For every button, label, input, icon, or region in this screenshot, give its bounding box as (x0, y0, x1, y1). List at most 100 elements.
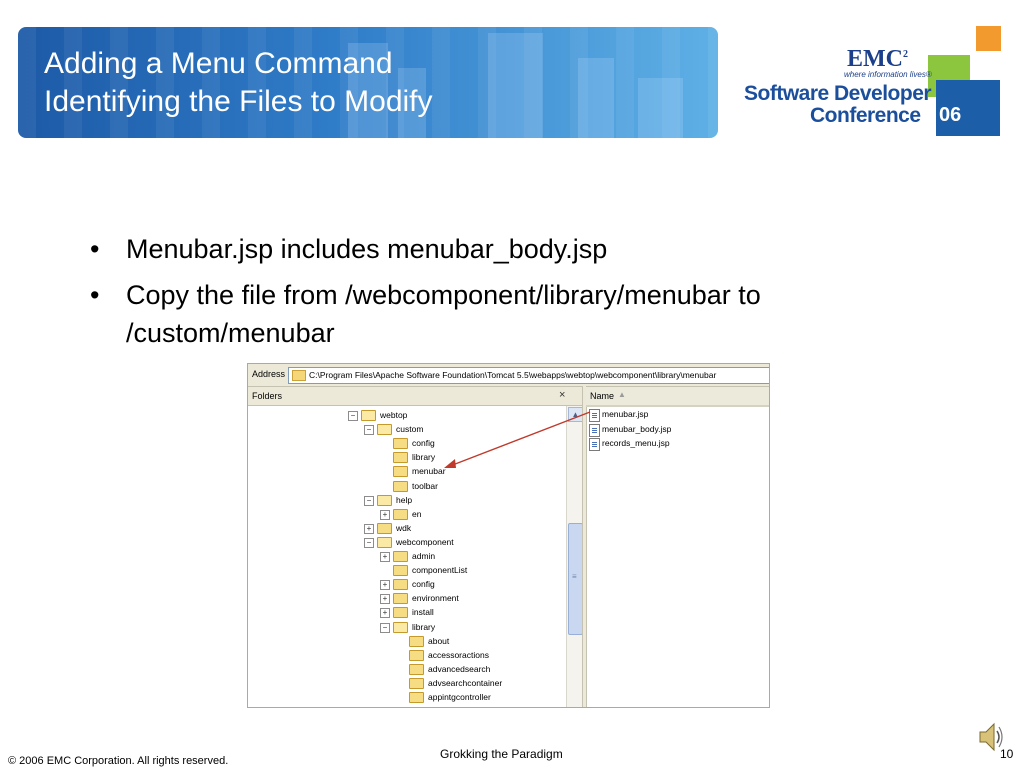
folder-icon (393, 452, 408, 464)
tree-node[interactable]: config (380, 437, 580, 451)
tree-node-label: install (412, 607, 434, 618)
folder-icon (393, 551, 408, 562)
tree-node[interactable]: + install (380, 606, 580, 620)
emc-tagline-text: where information lives (844, 70, 926, 79)
banner-building (488, 33, 543, 138)
sort-ascending-icon: ▲ (618, 390, 626, 399)
jsp-file-icon (589, 423, 600, 437)
banner-building (398, 68, 426, 138)
folder-icon (393, 466, 408, 478)
folder-icon (393, 621, 408, 633)
file-item[interactable]: menubar_body.jsp (589, 423, 759, 437)
folder-icon (393, 438, 408, 450)
tree-node-label: advsearchcontainer (428, 677, 503, 688)
expand-icon[interactable]: + (364, 523, 374, 534)
page-number: 10 (1000, 747, 1014, 761)
banner-skyline-texture (18, 27, 718, 138)
tree-node[interactable]: library (380, 451, 580, 465)
collapse-icon[interactable]: − (364, 495, 374, 506)
tree-node[interactable]: − webcomponent (364, 536, 564, 550)
tree-node-label: advancedsearch (428, 663, 491, 674)
file-item[interactable]: menubar.jsp (589, 408, 759, 422)
tree-node[interactable]: menubar (380, 465, 580, 479)
tree-node-label: componentList (412, 565, 468, 576)
tree-node-label: menubar (412, 466, 446, 477)
emc-brand-text: EMC (847, 46, 903, 72)
tree-node[interactable]: toolbar (380, 480, 580, 494)
file-name: menubar.jsp (602, 409, 649, 419)
expand-icon[interactable]: + (380, 552, 390, 562)
folder-icon (361, 410, 376, 421)
footer-title: Grokking the Paradigm (440, 747, 563, 761)
emc-tagline: where information lives® (844, 70, 932, 79)
tree-node[interactable]: + config (380, 578, 580, 592)
tree-node[interactable]: − webtop (348, 409, 548, 423)
tree-node[interactable]: appintgcontroller (396, 691, 596, 705)
tree-node-label: webtop (380, 410, 408, 420)
bullet-item: • Menubar.jsp includes menubar_body.jsp (90, 230, 970, 268)
address-field[interactable]: C:\Program Files\Apache Software Foundat… (288, 367, 769, 384)
tree-node[interactable]: + en (380, 508, 580, 522)
scroll-grip-icon: ≡ (572, 572, 577, 581)
collapse-icon[interactable]: − (348, 411, 358, 421)
expand-icon[interactable]: + (380, 594, 390, 605)
expand-icon[interactable]: + (380, 580, 390, 591)
tree-node[interactable]: advsearchcontainer (396, 677, 596, 691)
collapse-icon[interactable]: − (364, 425, 374, 436)
emc-tagline-mark: ® (925, 70, 932, 79)
banner-building (348, 43, 388, 138)
pane-divider[interactable] (582, 386, 587, 707)
logo-blue-square (936, 80, 1000, 136)
tree-node[interactable]: componentList (380, 564, 580, 578)
collapse-icon[interactable]: − (380, 622, 390, 633)
jsp-file-icon (589, 438, 600, 451)
tree-scrollbar[interactable]: ▲ ≡ (566, 406, 583, 707)
folder-icon (377, 522, 392, 534)
tree-node[interactable]: − library (380, 621, 580, 635)
tree-node-label: config (412, 579, 435, 590)
tree-node[interactable]: + admin (380, 550, 580, 564)
file-name: menubar_body.jsp (602, 423, 672, 434)
expand-icon[interactable]: + (380, 608, 390, 619)
header-banner: Adding a Menu Command Identifying the Fi… (18, 27, 718, 138)
conference-name-line1: Software Developer (744, 82, 932, 105)
expand-icon[interactable]: + (380, 509, 390, 520)
tree-node[interactable]: accessoractions (396, 649, 596, 663)
collapse-icon[interactable]: − (364, 537, 374, 548)
close-icon[interactable]: × (559, 389, 566, 401)
tree-node[interactable]: about (396, 635, 596, 649)
emc-brand-sup: 2 (903, 49, 908, 60)
jsp-file-icon (589, 409, 600, 422)
tree-node-label: webcomponent (396, 536, 454, 547)
tree-node-label: en (412, 508, 422, 519)
folder-icon (409, 635, 424, 647)
file-name: records_menu.jsp (602, 438, 670, 448)
banner-building (578, 58, 614, 138)
folder-icon (377, 494, 392, 506)
speaker-icon[interactable] (978, 720, 1004, 754)
tree-node-label: admin (412, 551, 436, 561)
tree-node[interactable]: advancedsearch (396, 663, 596, 677)
tree-node[interactable]: −custom (364, 423, 564, 437)
name-column-header[interactable]: Name ▲ (586, 387, 769, 407)
tree-node[interactable]: +environment (380, 592, 580, 606)
scroll-up-button[interactable]: ▲ (568, 407, 583, 422)
conference-year: 06 (939, 104, 962, 126)
slide-title: Adding a Menu Command Identifying the Fi… (44, 45, 433, 121)
bullet-item: • Copy the file from /webcomponent/libra… (90, 276, 970, 352)
folder-icon (409, 692, 424, 703)
tree-node[interactable]: −help (364, 494, 564, 508)
tree-node-label: library (412, 621, 436, 632)
bullet-glyph: • (90, 234, 100, 264)
tree-node-label: toolbar (412, 480, 438, 491)
scroll-thumb[interactable]: ≡ (568, 523, 583, 635)
folder-icon (393, 593, 408, 605)
folder-icon (393, 579, 408, 591)
banner-building (638, 78, 683, 138)
tree-node[interactable]: + wdk (364, 522, 564, 536)
folder-icon (393, 565, 408, 577)
tree-node-label: wdk (396, 522, 412, 533)
file-item[interactable]: records_menu.jsp (589, 437, 759, 451)
bullet-text: Menubar.jsp includes menubar_body.jsp (126, 234, 608, 264)
